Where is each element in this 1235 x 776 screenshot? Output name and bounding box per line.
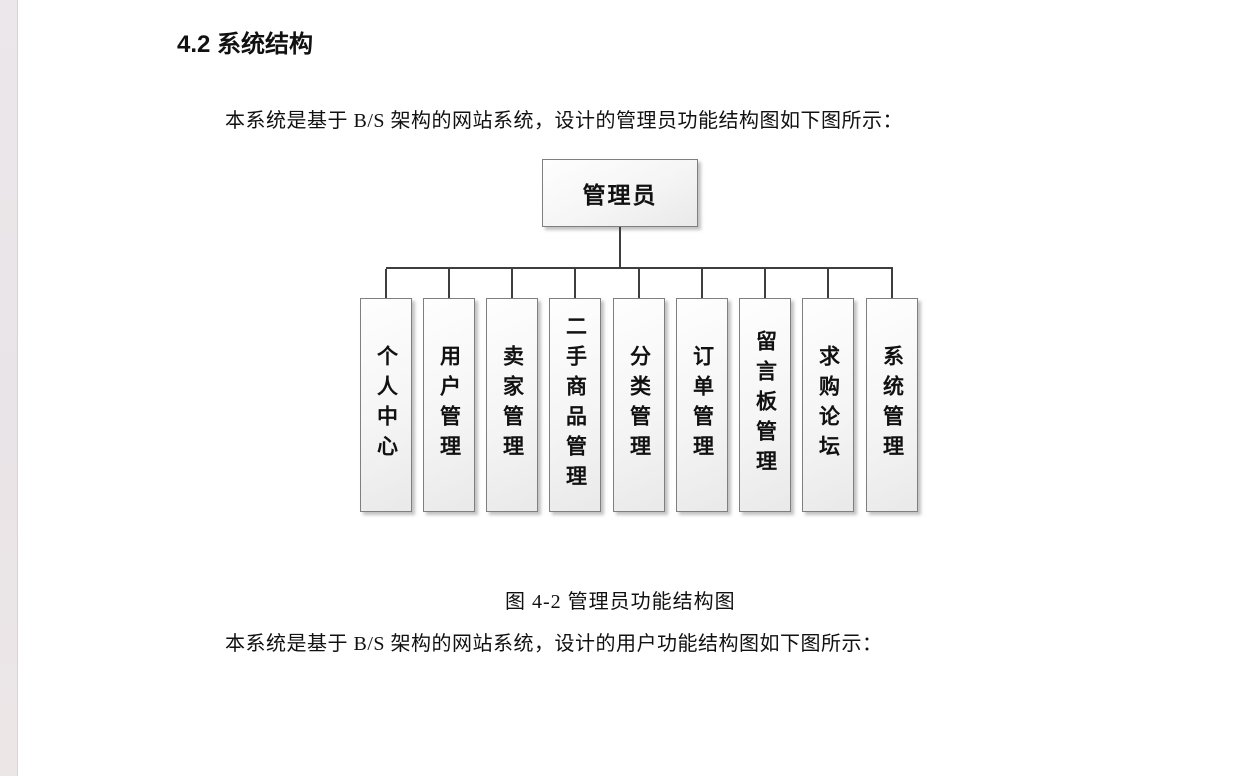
root-node-label: 管理员 [582, 183, 658, 208]
connector-drop [448, 269, 450, 298]
connector-drop [701, 269, 703, 298]
section-heading: 4.2 系统结构 [177, 31, 314, 58]
child-node-label: 留言板管理 [753, 330, 778, 480]
connector-root-vertical [619, 227, 621, 268]
connector-drop [511, 269, 513, 298]
child-node-personal-center: 个人中心 [360, 298, 412, 512]
connector-drop [764, 269, 766, 298]
connector-drop [891, 269, 893, 298]
child-node-system-management: 系统管理 [866, 298, 918, 512]
child-node-category-management: 分类管理 [613, 298, 665, 512]
child-node-message-board-management: 留言板管理 [739, 298, 791, 512]
connector-drop [574, 269, 576, 298]
connector-horizontal-bus [386, 267, 893, 269]
child-node-purchase-forum: 求购论坛 [802, 298, 854, 512]
child-node-label: 二手商品管理 [563, 315, 588, 495]
child-node-label: 求购论坛 [816, 345, 841, 465]
connector-drop [638, 269, 640, 298]
child-node-order-management: 订单管理 [676, 298, 728, 512]
root-node-admin: 管理员 [542, 159, 698, 227]
child-node-seller-management: 卖家管理 [486, 298, 538, 512]
child-node-label: 个人中心 [374, 345, 399, 465]
child-node-label: 订单管理 [690, 345, 715, 465]
paragraph-admin-intro: 本系统是基于 B/S 架构的网站系统，设计的管理员功能结构图如下图所示： [225, 110, 904, 132]
child-node-secondhand-goods-management: 二手商品管理 [549, 298, 601, 512]
child-node-label: 系统管理 [880, 345, 905, 465]
child-node-label: 用户管理 [437, 345, 462, 465]
connector-drop [385, 269, 387, 298]
connector-drop [827, 269, 829, 298]
page-edge-strip [0, 0, 18, 776]
child-node-user-management: 用户管理 [423, 298, 475, 512]
paragraph-user-intro: 本系统是基于 B/S 架构的网站系统，设计的用户功能结构图如下图所示： [225, 633, 883, 655]
child-node-label: 卖家管理 [500, 345, 525, 465]
figure-caption: 图 4-2 管理员功能结构图 [505, 591, 736, 613]
child-node-label: 分类管理 [627, 345, 652, 465]
